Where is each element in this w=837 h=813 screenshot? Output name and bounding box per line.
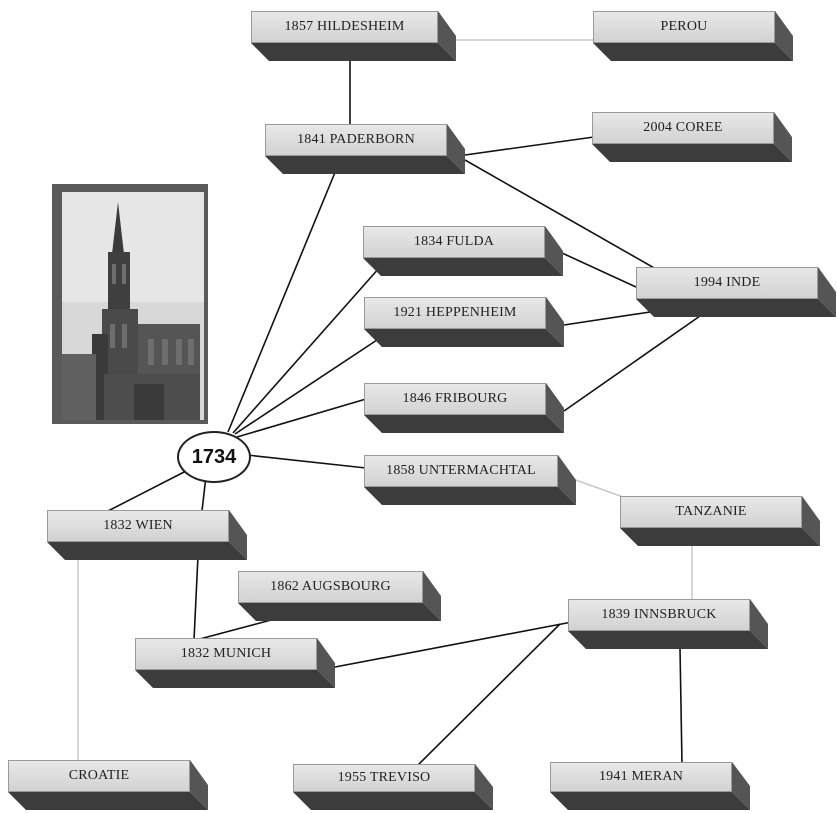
edge-center-paderborn (227, 169, 337, 433)
node-inde: 1994 INDE (636, 267, 836, 317)
node-label: 1846 FRIBOURG (402, 391, 508, 406)
node-label: 1841 PADERBORN (297, 132, 415, 147)
node-label: 1834 FULDA (413, 234, 495, 249)
node-label: TANZANIE (675, 504, 747, 519)
node-treviso: 1955 TREVISO (293, 764, 493, 810)
edge-center-untermachtal (246, 454, 367, 469)
edge-center-fulda (232, 266, 381, 434)
edge-fribourg-inde (563, 315, 701, 412)
node-label: 1941 MERAN (598, 769, 684, 784)
node-innsbruck: 1839 INNSBRUCK (568, 599, 768, 649)
edge-center-fribourg (236, 398, 367, 438)
edge-munich-innsbruck (334, 621, 573, 668)
edge-heppenheim-inde (563, 311, 651, 326)
edge-center-heppenheim (234, 337, 381, 435)
node-heppenheim: 1921 HEPPENHEIM (364, 297, 564, 347)
node-label: 1921 HEPPENHEIM (393, 305, 517, 320)
node-hildesheim: 1857 HILDESHEIM (251, 11, 456, 61)
edge-wien-munich (193, 555, 199, 641)
node-croatie: CROATIE (8, 760, 208, 810)
edge-paderborn-coree (464, 136, 595, 156)
node-label: CROATIE (68, 768, 130, 783)
node-meran: 1941 MERAN (550, 762, 750, 810)
center-node-1734: 1734 (177, 431, 251, 483)
node-label: 2004 COREE (643, 120, 723, 135)
edge-innsbruck-meran (679, 647, 683, 765)
node-label: 1994 INDE (693, 275, 761, 290)
node-label: 1857 HILDESHEIM (284, 19, 405, 34)
node-augsbourg: 1862 AUGSBOURG (238, 571, 441, 621)
node-coree: 2004 COREE (592, 112, 792, 162)
node-paderborn: 1841 PADERBORN (265, 124, 465, 174)
node-label: 1839 INNSBRUCK (601, 607, 717, 622)
node-fribourg: 1846 FRIBOURG (364, 383, 564, 433)
node-label: 1832 WIEN (103, 518, 173, 533)
cathedral-photo (52, 184, 208, 424)
edge-paderborn-inde (464, 159, 657, 270)
node-fulda: 1834 FULDA (363, 226, 563, 276)
node-untermachtal: 1858 UNTERMACHTAL (364, 455, 576, 505)
edge-center-wien-a (107, 469, 189, 512)
node-wien: 1832 WIEN (47, 510, 247, 560)
node-perou: PEROU (593, 11, 793, 61)
edge-innsbruck-treviso (417, 623, 561, 766)
edge-fulda-inde (561, 252, 637, 288)
node-label: PEROU (660, 19, 708, 34)
node-label: 1832 MUNICH (180, 646, 272, 661)
node-label: 1862 AUGSBOURG (270, 579, 391, 594)
center-label: 1734 (191, 445, 237, 468)
node-label: 1858 UNTERMACHTAL (386, 463, 536, 478)
node-tanzanie: TANZANIE (620, 496, 820, 546)
node-munich: 1832 MUNICH (135, 638, 335, 688)
node-label: 1955 TREVISO (337, 770, 431, 785)
